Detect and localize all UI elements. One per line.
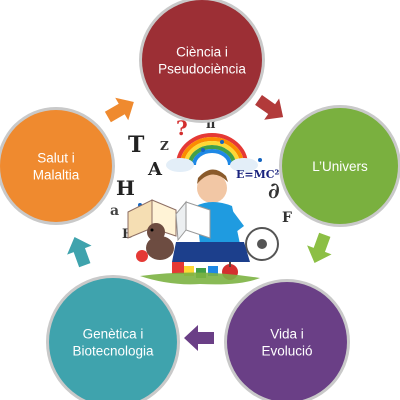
arrow-ciencia-to-univers: [255, 95, 284, 120]
cycle-arrows: [67, 95, 332, 351]
glyph-emc2: E=MC²: [236, 168, 280, 181]
glyph-pi: π: [206, 117, 216, 132]
node-label-line: L’Univers: [312, 159, 368, 174]
node-ciencia: Ciència i Pseudociència: [139, 0, 265, 123]
node-label-line: Biotecnologia: [72, 344, 154, 359]
node-circle: [142, 0, 262, 120]
node-circle: [227, 282, 347, 400]
node-label-line: Malaltia: [33, 168, 80, 183]
node-label-line: Pseudociència: [158, 62, 246, 77]
arrow-univers-to-vida: [307, 232, 332, 264]
glyph-z: Z: [160, 139, 169, 153]
node-label-line: Ciència i: [176, 45, 228, 60]
node-label-line: Evolució: [261, 344, 312, 359]
rainbow-icon: [176, 133, 248, 166]
arrow-genetica-to-salut: [67, 236, 92, 268]
cloud-icon: [166, 158, 258, 172]
arrow-vida-to-genetica: [184, 325, 214, 351]
node-circle: [282, 108, 398, 224]
node-label-line: Vida i: [270, 327, 304, 342]
node-univers: L’Univers: [279, 105, 400, 227]
gear-icon: [245, 227, 279, 261]
glyph-t: T: [128, 132, 145, 158]
glyph-a: A: [147, 159, 163, 180]
glyph-h: H: [116, 176, 135, 200]
node-vida: Vida i Evolució: [224, 279, 350, 400]
glyph-partial: ∂: [268, 178, 280, 204]
glyph-a-small: a: [110, 203, 119, 219]
node-salut: Salut i Malaltia: [0, 107, 115, 225]
boy-reading-icon: [172, 169, 250, 262]
node-label-line: Genètica i: [83, 327, 144, 342]
center-illustration: T ? A H a E=MC² ∂ F Z B π: [110, 116, 292, 285]
ball-icon: [136, 250, 148, 262]
node-circle: [0, 110, 112, 222]
grass-splash: [140, 272, 260, 285]
arrow-salut-to-ciencia: [104, 97, 134, 123]
glyph-question: ?: [176, 116, 188, 140]
glyph-f: F: [282, 210, 292, 226]
dog-icon: [146, 223, 174, 260]
node-genetica: Genètica i Biotecnologia: [46, 275, 180, 400]
node-circle: [49, 278, 177, 400]
node-label-line: Salut i: [37, 151, 75, 166]
